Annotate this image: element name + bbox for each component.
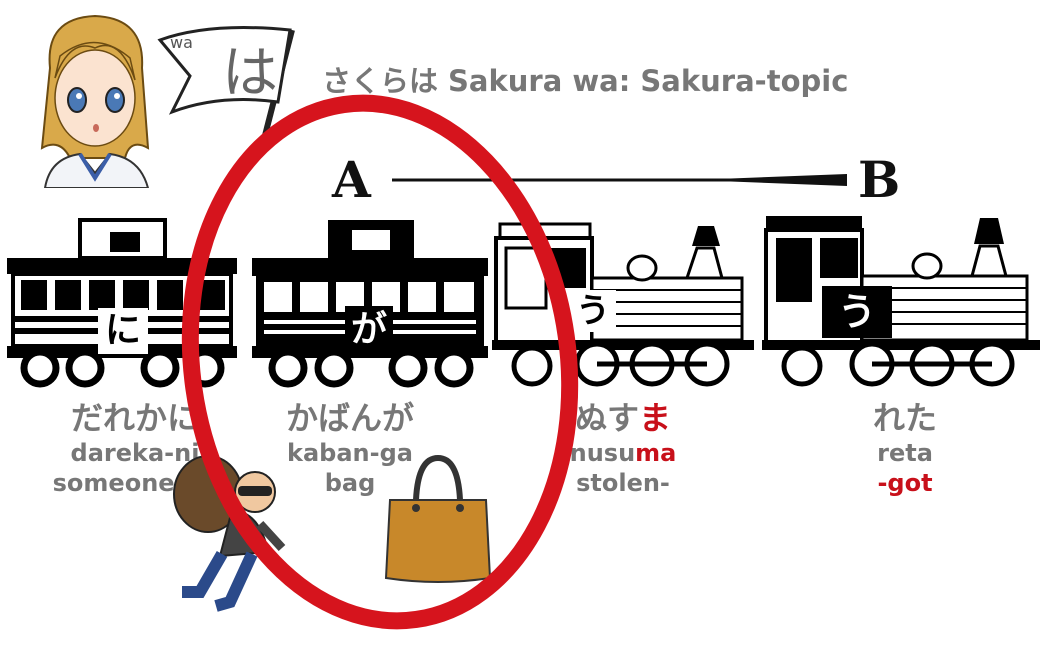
gloss-jp: れた: [872, 399, 937, 437]
topic-text: Sakura wa: Sakura-topic: [448, 64, 849, 98]
car-kana-u-2: う: [822, 286, 892, 338]
anime-girl-avatar: [40, 14, 150, 188]
gloss-jp: かばんが: [285, 399, 414, 437]
gloss-romaji: dareka-ni: [70, 439, 200, 467]
highlight-circle: [181, 94, 579, 630]
car-kana-ga: が: [345, 306, 393, 354]
gloss-english: stolen-: [576, 469, 670, 497]
point-b-label: B: [858, 150, 901, 209]
gloss-reta: れた reta -got: [840, 398, 970, 498]
point-a-label: A: [332, 150, 371, 209]
gloss-kaban-ga: かばんが kaban-ga bag: [265, 398, 435, 498]
gloss-nusuma: ぬすま nusuma stolen-: [548, 398, 698, 498]
flag-wa-label: wa: [170, 33, 193, 52]
gloss-english: bag: [324, 469, 376, 497]
gloss-romaji-highlight: ma: [635, 439, 677, 467]
flag-kana: は: [222, 41, 278, 106]
gloss-romaji: reta: [877, 439, 933, 467]
gloss-english-highlight: -got: [877, 469, 933, 497]
car-kana-ni: に: [98, 308, 148, 354]
gloss-jp-highlight: ま: [639, 399, 672, 437]
gloss-jp: だれかに: [70, 399, 199, 437]
gloss-romaji: kaban-ga: [287, 439, 413, 467]
steam-locomotive-2: [762, 216, 1040, 387]
gloss-jp: ぬす: [574, 399, 639, 437]
gloss-romaji: nusu: [569, 439, 636, 467]
arrow-a-to-b: [392, 174, 847, 186]
car-kana-u-1: う: [570, 290, 616, 332]
topic-jp: さくらは: [322, 64, 439, 98]
topic-line: さくらは Sakura wa: Sakura-topic: [322, 58, 848, 100]
